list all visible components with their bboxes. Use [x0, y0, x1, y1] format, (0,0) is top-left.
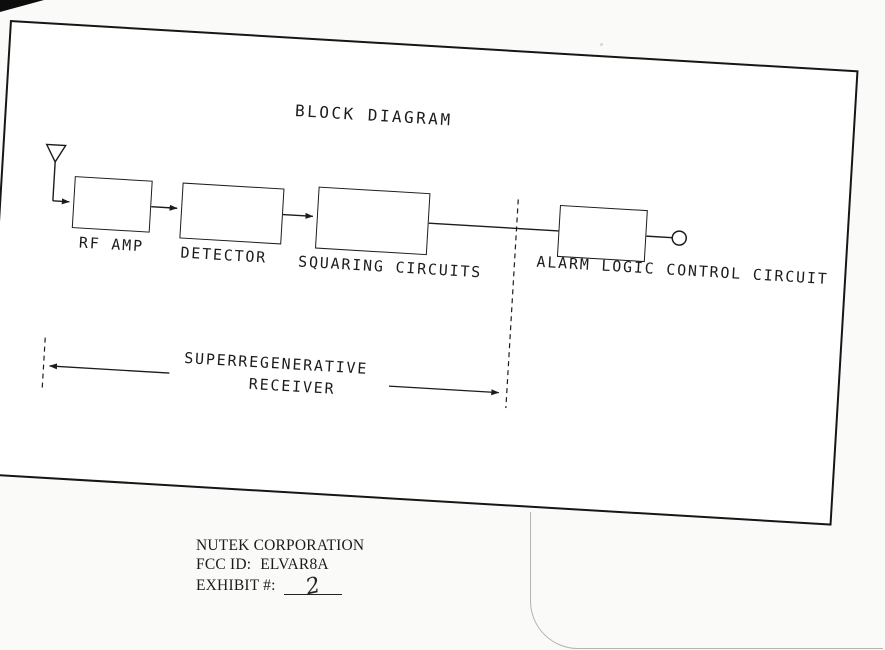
footer-fcc-id: FCC ID: ELVAR8A [196, 555, 364, 574]
label-rf-amp: RF AMP [78, 233, 145, 256]
arrow-detector-to-squaring [282, 212, 314, 219]
footer-company: NUTEK CORPORATION [196, 537, 365, 554]
footer-exhibit: EXHIBIT #: 2 [196, 572, 364, 601]
handwritten-exhibit-number: 2 [303, 572, 323, 601]
block-alarm-logic [556, 204, 648, 263]
block-squaring-circuits [314, 186, 431, 256]
scan-speck [600, 43, 603, 46]
scan-artifact-corner [0, 0, 44, 12]
receiver-span-arrow-right [388, 385, 500, 396]
block-rf-amp [71, 176, 153, 233]
receiver-boundary-dashed-line-left [41, 337, 46, 392]
block-diagram-sheet: BLOCK DIAGRAM [0, 20, 859, 526]
arrow-rfamp-to-detector [151, 204, 178, 211]
line-alarm-to-output [646, 235, 673, 239]
exhibit-number-underline: 2 [283, 572, 342, 601]
exhibit-label: EXHIBIT #: [196, 577, 276, 594]
receiver-span-arrow-left [49, 363, 170, 374]
line-squaring-to-alarm [428, 222, 559, 232]
underlying-page-edge [530, 512, 883, 649]
exhibit-footer: NUTEK CORPORATION FCC ID: ELVAR8A EXHIBIT… [196, 536, 365, 601]
fcc-id-value: ELVAR8A [260, 556, 329, 573]
output-terminal-circle [671, 230, 687, 246]
arrow-antenna-to-rfamp [52, 198, 70, 205]
fcc-id-label: FCC ID: [196, 556, 252, 573]
block-detector [179, 182, 285, 245]
diagram-lines [41, 143, 687, 409]
receiver-boundary-dashed-line-right [505, 199, 519, 409]
antenna-icon [45, 143, 67, 201]
